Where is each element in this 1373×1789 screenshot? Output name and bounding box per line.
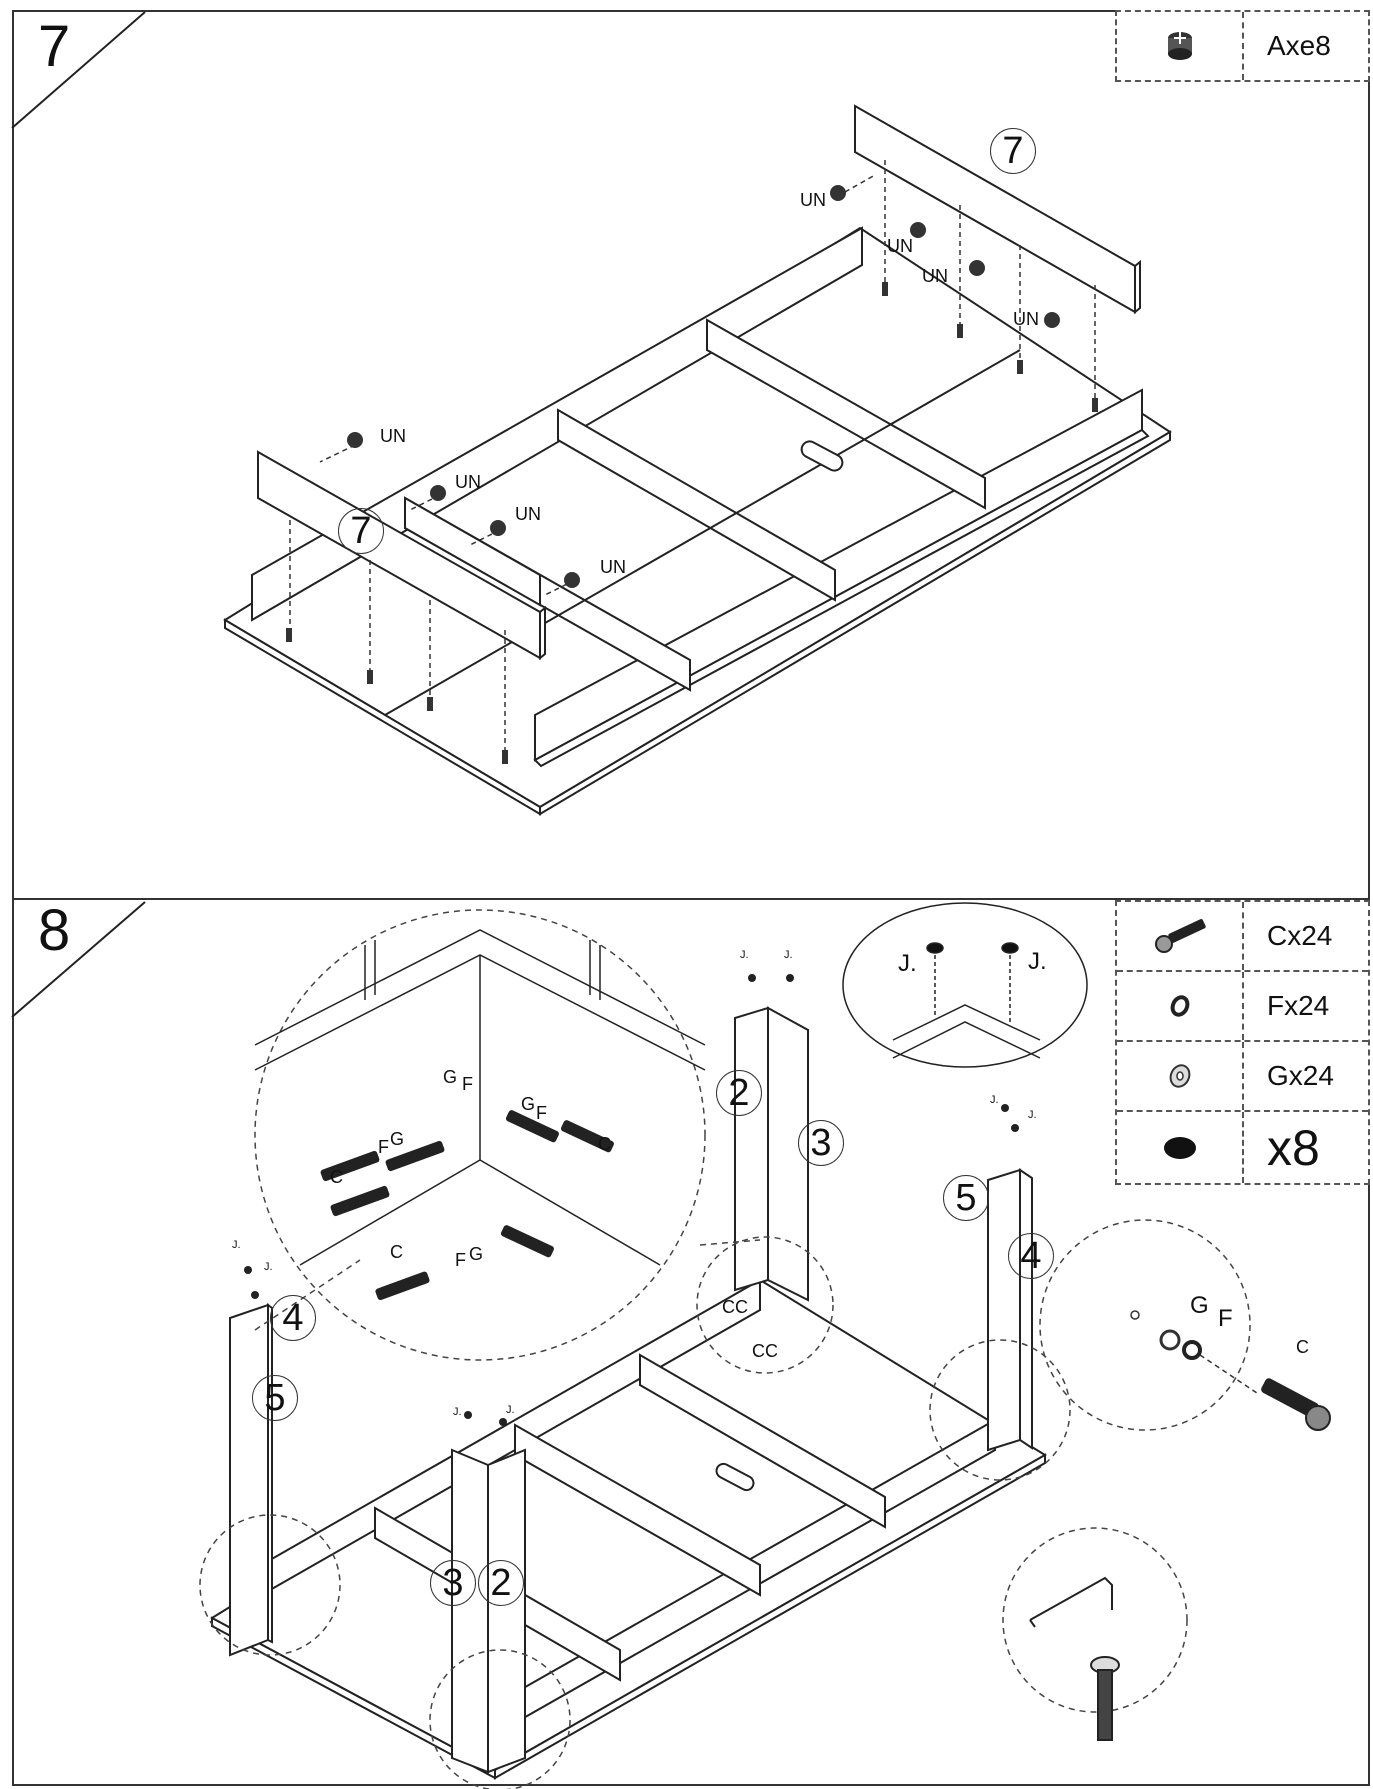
zoom-label-f: F (1218, 1305, 1233, 1332)
step-7-corner-line (11, 11, 146, 129)
legend-row-spring-washer: Fx24 (1117, 972, 1368, 1042)
bolt-icon (1117, 902, 1242, 970)
detail-label-g: G (521, 1094, 536, 1114)
leg-front-panel-b (487, 1448, 526, 1774)
step-8-number: 8 (38, 898, 71, 963)
leg-label-4-right: 4 (1008, 1233, 1054, 1279)
legend-label-spring-washer: Fx24 (1267, 990, 1330, 1021)
leg-label-2-back: 2 (716, 1070, 762, 1116)
detail-label-c: C (598, 1134, 611, 1154)
detail-label-f: F (455, 1250, 466, 1270)
detail-label-g: G (469, 1244, 484, 1264)
panel-7-label-left: 7 (338, 508, 384, 554)
allen-key-icon (1029, 1576, 1113, 1621)
glide-cap-icon (1117, 1112, 1242, 1183)
cap-label-j: J. (453, 1406, 462, 1418)
cam-lock-label-4: UN (600, 557, 626, 577)
legend-separator (1242, 902, 1244, 970)
cam-lock-label-2: UN (455, 472, 481, 492)
leg-bolt-label-cc: CC (752, 1341, 778, 1361)
cam-lock-label-5: UN (800, 190, 826, 210)
legend-separator (1242, 972, 1244, 1040)
cap-label-j: J. (740, 949, 749, 961)
cap-label-j: J. (264, 1261, 273, 1273)
cam-lock-label-6: UN (887, 236, 913, 256)
detail-zoom-circle-hardware (1039, 1219, 1251, 1431)
leg-label-2-front: 2 (478, 1560, 524, 1606)
legend-row-flat-washer: Gx24 (1117, 1042, 1368, 1112)
cam-lock-icon (1117, 12, 1242, 80)
step-8-corner-line (11, 901, 146, 1018)
glide-cap (748, 974, 756, 982)
legend-row-cam-lock: Axe8 (1117, 12, 1368, 80)
leg-left-panel-a (229, 1303, 269, 1657)
legend-row-glide-cap: x8 (1117, 1112, 1368, 1183)
step-8-hardware-legend: Cx24 Fx24 Gx24 x8 (1115, 900, 1370, 1185)
flat-washer-icon (1117, 1042, 1242, 1110)
legend-row-bolt: Cx24 (1117, 902, 1368, 972)
detail-label-f: F (378, 1137, 389, 1157)
detail-label-c: C (390, 1242, 403, 1262)
detail-label-g: G (390, 1129, 405, 1149)
cap-inset-label-j-left: J. (898, 950, 917, 977)
legend-label-flat-washer: Gx24 (1267, 1060, 1334, 1091)
legend-separator (1242, 1042, 1244, 1110)
step-8-handle-slot (715, 1462, 755, 1492)
cam-lock (347, 432, 363, 448)
legend-label-glide-cap: x8 (1267, 1119, 1320, 1176)
cap-label-j: J. (506, 1404, 515, 1416)
bolt-c (330, 1185, 390, 1217)
cross-support-3 (706, 318, 986, 510)
leg-label-4-left: 4 (270, 1295, 316, 1341)
leg-right-panel-a (987, 1168, 1021, 1452)
panel-7-label-right: 7 (990, 128, 1036, 174)
cap-label-j: J. (1028, 1109, 1037, 1121)
detail-zoom-circle-glide (1002, 1527, 1188, 1713)
leg-back-panel-a (734, 1006, 769, 1292)
legend-separator (1242, 1112, 1244, 1183)
cam-lock-label-1: UN (380, 426, 406, 446)
cam-lock-label-8: UN (1013, 309, 1039, 329)
leg-label-5-right: 5 (943, 1175, 989, 1221)
cap-label-j: J. (784, 949, 793, 961)
leg-right-panel-b (1019, 1168, 1033, 1450)
zoom-label-g: G (1190, 1292, 1209, 1319)
cam-lock-label-7: UN (922, 266, 948, 286)
cam-lock-label-3: UN (515, 504, 541, 524)
detail-label-f: F (462, 1074, 473, 1094)
detail-zoom-circle-leg-back (696, 1236, 834, 1374)
handle-slot (800, 440, 844, 472)
leg-label-5-left: 5 (252, 1375, 298, 1421)
cap-inset-label-j-right: J. (1028, 948, 1047, 975)
cap-label-j: J. (232, 1239, 241, 1251)
step-7-number: 7 (38, 14, 71, 79)
detail-label-f: F (536, 1103, 547, 1123)
cap-label-j: J. (990, 1094, 999, 1106)
leg-label-3-back: 3 (798, 1120, 844, 1166)
detail-zoom-circle-corner (254, 909, 706, 1361)
cap-inset-circle (842, 902, 1088, 1068)
step-divider (12, 898, 1370, 900)
leg-front-panel-a (451, 1448, 489, 1774)
zoom-label-c: C (1296, 1337, 1309, 1357)
legend-label-axe8: Axe8 (1267, 30, 1331, 61)
legend-label-bolt: Cx24 (1267, 920, 1333, 951)
leg-back-panel-b (767, 1006, 809, 1302)
cross-support-2 (557, 408, 836, 602)
detail-label-g: G (443, 1067, 458, 1087)
legend-separator (1242, 12, 1244, 80)
spring-washer-icon (1117, 972, 1242, 1040)
step-7-hardware-legend: Axe8 (1115, 10, 1370, 82)
leg-label-3-front: 3 (430, 1560, 476, 1606)
leg-bolt-label-cc: CC (722, 1297, 748, 1317)
detail-label-c: C (330, 1167, 343, 1187)
